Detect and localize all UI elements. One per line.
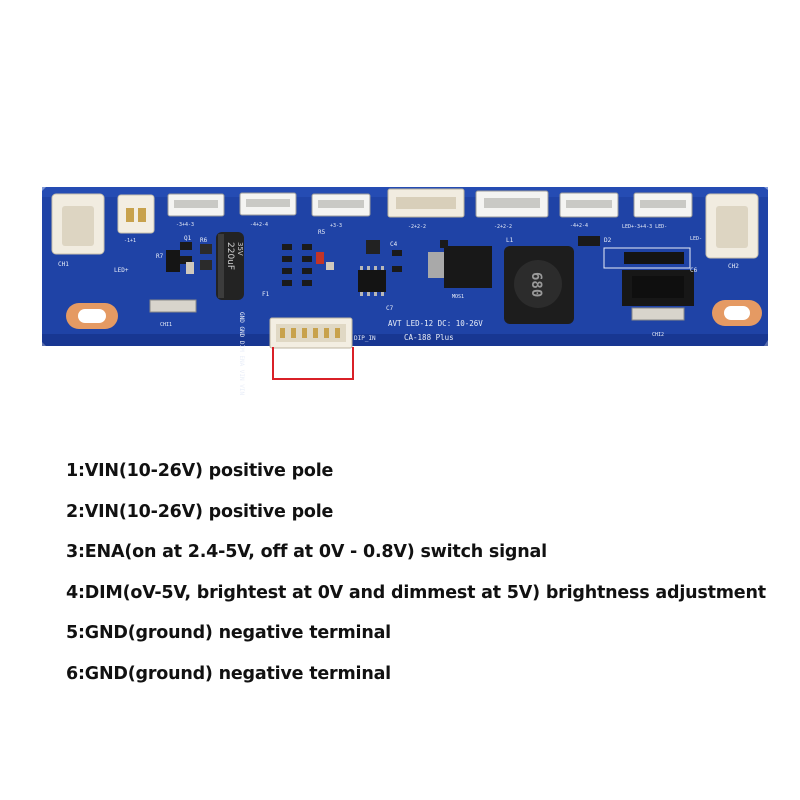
label-r7: R7 [156, 253, 164, 260]
label-q1: Q1 [184, 235, 192, 242]
label-inductor: 680 [528, 272, 544, 297]
label-mos: MOS1 [452, 294, 464, 300]
label-ch1: CH1 [58, 261, 69, 268]
smd-components-left [149, 242, 212, 313]
resistor-array [282, 244, 334, 286]
label-led-minus: LED- [690, 236, 702, 242]
pin-description-2: 2:VIN(10-26V) positive pole [66, 501, 334, 522]
label-conn-4: -2+2-2 [408, 224, 426, 230]
board-photo: CH1 CH2 -1+1 LED+ -3+4-3 -4+2-4 +3-3 -2+… [42, 187, 768, 395]
label-dip-in: DIP_IN [354, 335, 376, 342]
label-model: AVT LED-12 DC: 10-26V [388, 319, 483, 328]
label-pin-names: GND GND DIM ENA VIN VIN [238, 312, 245, 395]
diode-area [578, 236, 694, 321]
label-l1: L1 [506, 237, 514, 244]
label-conn-2: -4+2-4 [250, 222, 268, 228]
label-conn-3: +3-3 [330, 223, 342, 229]
mounting-hole-left [66, 303, 118, 329]
inductor: 680 [504, 246, 574, 324]
mosfet [428, 240, 492, 288]
highlight-box [272, 347, 354, 380]
connector-ch2 [705, 193, 759, 259]
label-led-plus: LED+ [114, 267, 129, 274]
mounting-hole-right [712, 300, 762, 326]
pin-description-6: 6:GND(ground) negative terminal [66, 663, 391, 684]
label-c7: C7 [386, 305, 394, 312]
fpc-connectors-top [167, 188, 693, 218]
label-d2: D2 [604, 237, 612, 244]
label-version: CA-188 Plus [404, 333, 454, 342]
label-cap-value: 220uF [225, 242, 235, 270]
label-conn-1: -3+4-3 [176, 222, 194, 228]
pin-description-4: 4:DIM(oV-5V, brightest at 0V and dimmest… [66, 582, 766, 603]
label-conn-6: -4+2-4 [570, 223, 588, 229]
label-r5: R5 [318, 229, 326, 236]
label-conn-8: -1+1 [124, 238, 136, 244]
connector-ch1 [51, 193, 105, 255]
ic-chip [358, 240, 402, 296]
label-cap-voltage: 35V [236, 242, 244, 256]
label-c4: C4 [390, 241, 398, 248]
label-chi2: CHI2 [652, 332, 664, 338]
capacitor-electrolytic: 220uF 35V [216, 232, 244, 300]
label-ch2: CH2 [728, 263, 739, 270]
label-conn-5: -2+2-2 [494, 224, 512, 230]
pin-description-5: 5:GND(ground) negative terminal [66, 623, 391, 643]
pin-description-1: 1:VIN(10-26V) positive pole [66, 461, 334, 481]
label-chi1: CHI1 [160, 322, 172, 328]
pcb-board [42, 187, 768, 346]
label-conn-7: LED+-3+4-3 LED- [622, 224, 667, 230]
label-f1: F1 [262, 291, 270, 298]
pin-description-3: 3:ENA(on at 2.4-5V, off at 0V - 0.8V) sw… [66, 542, 547, 562]
connector-small [117, 194, 155, 234]
label-c6: C6 [690, 267, 698, 274]
dip-in-connector [269, 317, 353, 349]
pin-description-list: 1:VIN(10-26V) positive pole 2:VIN(10-26V… [66, 455, 786, 698]
label-r6: R6 [200, 237, 208, 244]
